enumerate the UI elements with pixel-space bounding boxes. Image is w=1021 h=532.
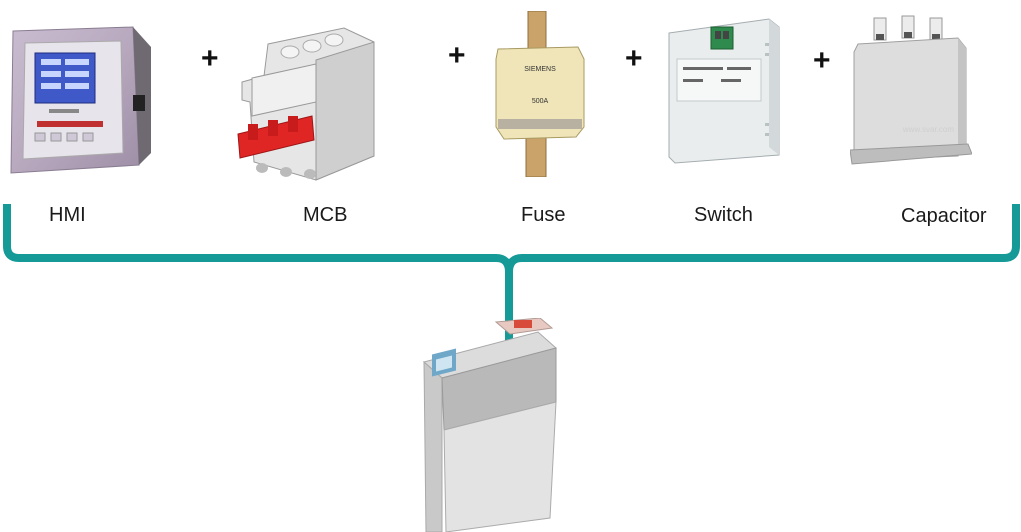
plus-operator: + [448,39,466,72]
switch-module-icon [665,13,783,165]
component-label-fuse: Fuse [521,204,566,226]
component-label-mcb: MCB [303,204,348,226]
component-label-switch: Switch [694,204,753,226]
component-label-capacitor: Capacitor [901,205,987,227]
fuse-icon: SIEMENS 500A [494,11,586,177]
fuse-rating-text: 500A [532,98,549,105]
plus-operator: + [625,42,643,75]
fuse-brand-text: SIEMENS [524,66,556,73]
plus-operator: + [201,42,219,75]
circuit-breaker-icon [234,16,392,184]
capacitor-icon: www.svar.com [850,14,972,166]
smart-capacitor-icon [418,318,568,532]
hmi-controller-icon [5,25,155,177]
capacitor-watermark: www.svar.com [902,125,954,134]
component-label-hmi: HMI [49,204,86,226]
plus-operator: + [813,44,831,77]
